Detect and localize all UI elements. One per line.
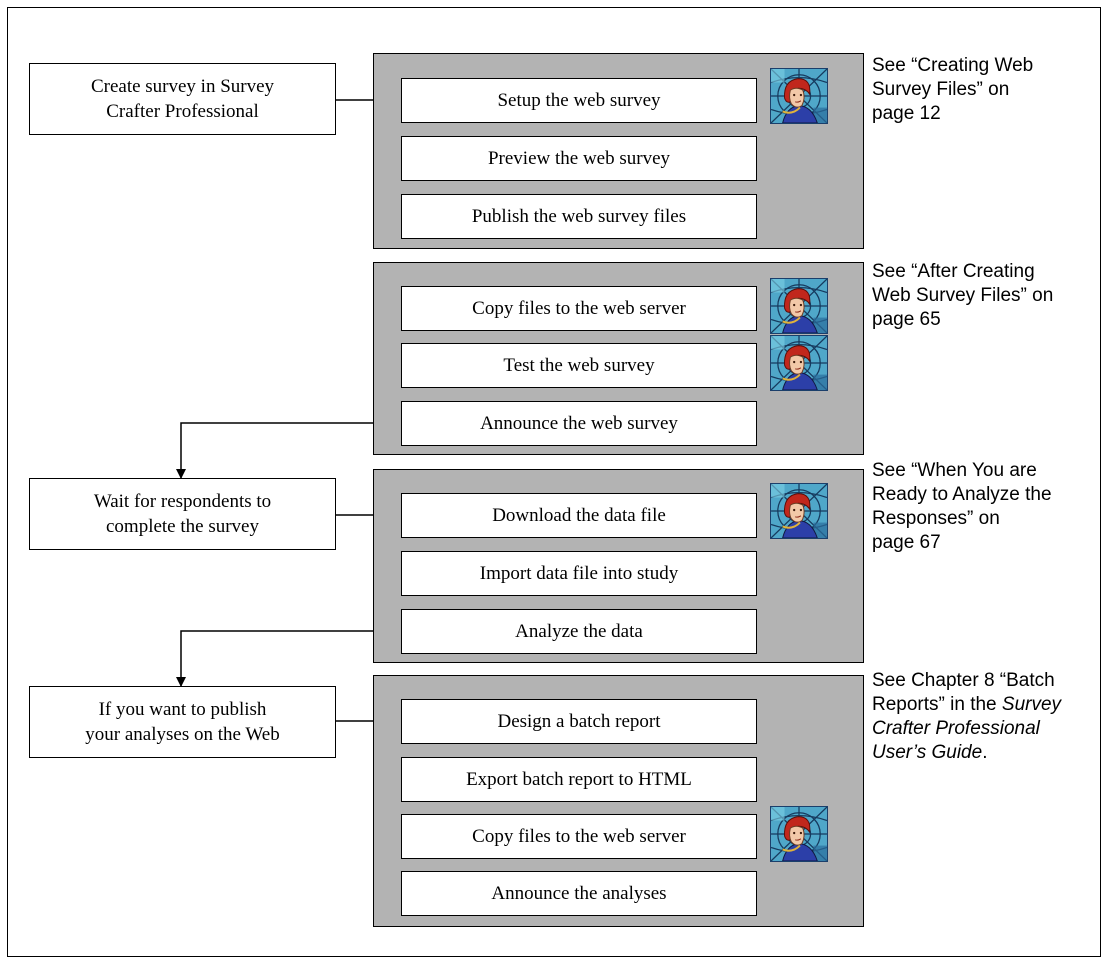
arrow-analyze-to-publish: [176, 630, 401, 687]
reference-3-line-2: Ready to Analyze the: [872, 484, 1052, 505]
step-publish-web-survey-files: Publish the web survey files: [401, 194, 757, 239]
reference-4-line-4-italic: User’s Guide: [872, 742, 983, 763]
publish-analyses-line1: If you want to publish: [98, 699, 267, 720]
wait-respondents-box: Wait for respondents to complete the sur…: [29, 478, 336, 550]
stained-glass-portrait-icon: [770, 806, 828, 862]
step-test-web-survey: Test the web survey: [401, 343, 757, 388]
reference-3-line-4: page 67: [872, 532, 941, 553]
reference-4-line-3: Crafter Professional: [872, 717, 1061, 741]
step-setup-web-survey: Setup the web survey: [401, 78, 757, 123]
step-announce-analyses: Announce the analyses: [401, 871, 757, 916]
reference-1-line-2: Survey Files” on: [872, 79, 1010, 100]
step-analyze-data: Analyze the data: [401, 609, 757, 654]
step-download-data-file: Download the data file: [401, 493, 757, 538]
reference-4-line-2-italic: Survey: [1001, 694, 1062, 715]
reference-4-line-1: See Chapter 8 “Batch: [872, 670, 1055, 691]
reference-3-line-3: Responses” on: [872, 508, 1000, 529]
reference-4-line-2: Reports” in the Survey: [872, 693, 1061, 717]
reference-after-creating-web-survey-files: See “After Creating Web Survey Files” on…: [872, 260, 1053, 332]
reference-creating-web-survey-files: See “Creating Web Survey Files” on page …: [872, 54, 1033, 126]
step-export-batch-report: Export batch report to HTML: [401, 757, 757, 802]
reference-3-line-1: See “When You are: [872, 460, 1037, 481]
reference-2-line-1: See “After Creating: [872, 261, 1035, 282]
create-survey-box: Create survey in Survey Crafter Professi…: [29, 63, 336, 135]
step-import-data-file: Import data file into study: [401, 551, 757, 596]
reference-ready-to-analyze: See “When You are Ready to Analyze the R…: [872, 459, 1052, 555]
reference-1-line-3: page 12: [872, 103, 941, 124]
reference-1-line-1: See “Creating Web: [872, 55, 1034, 76]
wait-respondents-line1: Wait for respondents to: [93, 491, 272, 512]
create-survey-line1: Create survey in Survey: [90, 76, 275, 97]
reference-4-line-4: User’s Guide.: [872, 741, 1061, 765]
reference-2-line-2: Web Survey Files” on: [872, 285, 1054, 306]
publish-analyses-box: If you want to publish your analyses on …: [29, 686, 336, 758]
publish-analyses-line2: your analyses on the Web: [85, 724, 280, 745]
step-copy-files-web-server-2: Copy files to the web server: [401, 814, 757, 859]
arrow-announce-to-wait: [176, 422, 401, 479]
create-survey-line2: Crafter Professional: [106, 101, 259, 122]
stained-glass-portrait-icon: [770, 278, 828, 334]
reference-2-line-3: page 65: [872, 309, 941, 330]
stained-glass-portrait-icon: [770, 483, 828, 539]
step-announce-web-survey: Announce the web survey: [401, 401, 757, 446]
reference-4-line-2-text: Reports” in the: [872, 694, 1002, 715]
stained-glass-portrait-icon: [770, 335, 828, 391]
wait-respondents-line2: complete the survey: [105, 516, 259, 537]
step-preview-web-survey: Preview the web survey: [401, 136, 757, 181]
step-design-batch-report: Design a batch report: [401, 699, 757, 744]
reference-4-line-4-period: .: [982, 742, 988, 763]
reference-batch-reports: See Chapter 8 “Batch Reports” in the Sur…: [872, 669, 1061, 765]
step-copy-files-web-server: Copy files to the web server: [401, 286, 757, 331]
stained-glass-portrait-icon: [770, 68, 828, 124]
reference-4-line-3-italic: Crafter Professional: [872, 718, 1040, 739]
